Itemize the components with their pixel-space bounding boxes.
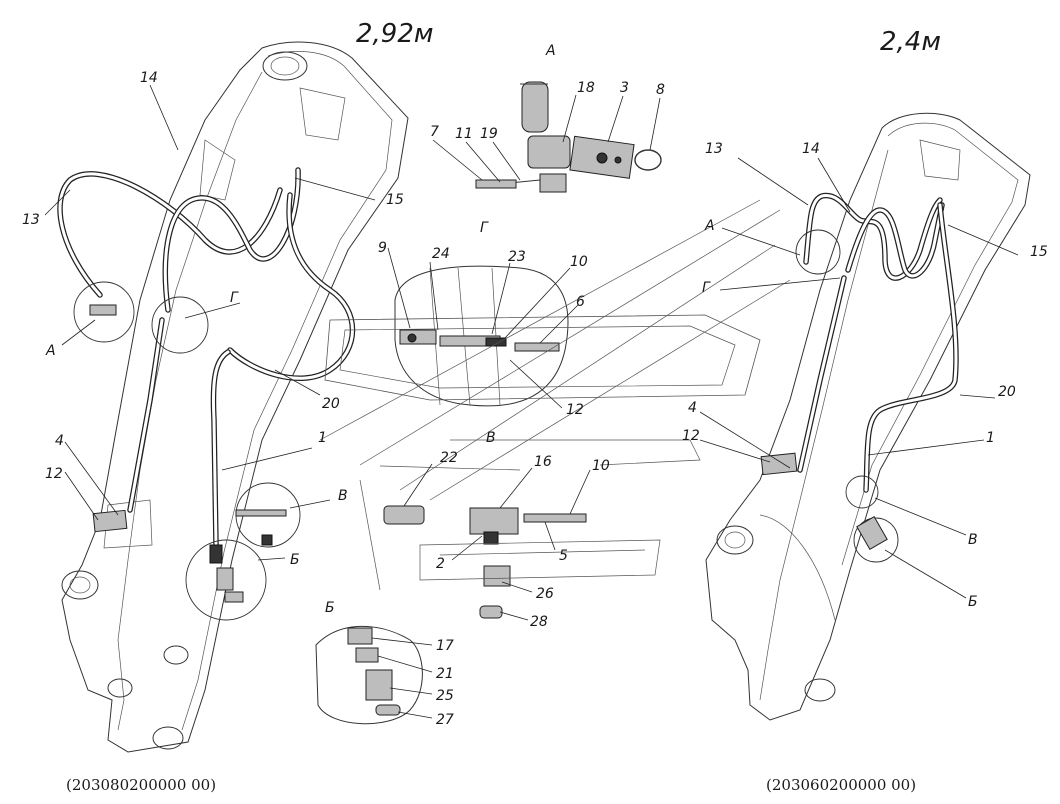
callout-label: 10 [592,458,610,474]
callout-label: 1 [986,430,995,446]
callout-label: А [45,343,56,359]
callout-label: 12 [45,466,63,482]
callout-label: 1 [318,430,327,446]
detail-view-g [394,265,569,407]
title-right: 2,4м [880,27,941,57]
callout-label: А [545,43,556,59]
callout-label: 21 [436,666,454,682]
callout-label: В [968,532,978,548]
callout-label: 14 [140,70,158,86]
callout-label: 10 [570,254,588,270]
callout-label: 27 [436,712,454,728]
code-left: (203080200000 00) [66,776,216,794]
callout-label: 2 [436,556,445,572]
right-boom-assembly [705,112,1031,721]
callout-label: 3 [620,80,629,96]
callout-label: 13 [22,212,40,228]
callout-label: 26 [536,586,554,602]
detail-view-a [475,81,662,193]
callout-label: 22 [440,450,458,466]
callout-label: 12 [682,428,700,444]
callout-label: 15 [386,192,404,208]
callout-label: 20 [322,396,340,412]
code-right: (203060200000 00) [766,776,916,794]
callout-label: 28 [530,614,548,630]
callout-label: Б [325,600,335,616]
callout-label: 16 [534,454,552,470]
leader-lines [44,84,1019,719]
left-boom-assembly [57,41,409,753]
titles: 2,92м 2,4м (203080200000 00) (2030602000… [66,19,941,794]
callout-label: 25 [436,688,454,704]
callout-label: 20 [998,384,1016,400]
callout-label: А [704,218,715,234]
callout-label: Г [230,290,239,306]
callout-label: В [338,488,348,504]
callout-label: 9 [378,240,387,256]
callout-label: 4 [55,433,64,449]
callout-label: Г [480,220,489,236]
callout-label: 19 [480,126,498,142]
detail-view-b [315,625,423,725]
callout-label: Б [968,594,978,610]
title-left: 2,92м [356,19,434,49]
callout-label: 8 [656,82,665,98]
callout-label: 6 [576,294,585,310]
callout-label: 4 [688,400,697,416]
callout-label: 15 [1030,244,1048,260]
callout-label: 13 [705,141,723,157]
callout-label: 11 [455,126,473,142]
callout-labels: 14 13 15 Г А 20 1 4 12 В Б А 18 3 8 7 11… [22,43,1048,728]
callout-label: В [486,430,496,446]
callout-label: Б [290,552,300,568]
callout-label: 14 [802,141,820,157]
callout-label: 5 [559,548,568,564]
callout-label: 12 [566,402,584,418]
callout-label: 7 [430,124,439,140]
detail-view-v [359,465,587,619]
callout-label: Г [702,280,711,296]
callout-label: 23 [508,249,526,265]
callout-label: 17 [436,638,454,654]
arrow-pattern [319,199,791,581]
callout-label: 24 [432,246,450,262]
callout-label: 18 [577,80,595,96]
